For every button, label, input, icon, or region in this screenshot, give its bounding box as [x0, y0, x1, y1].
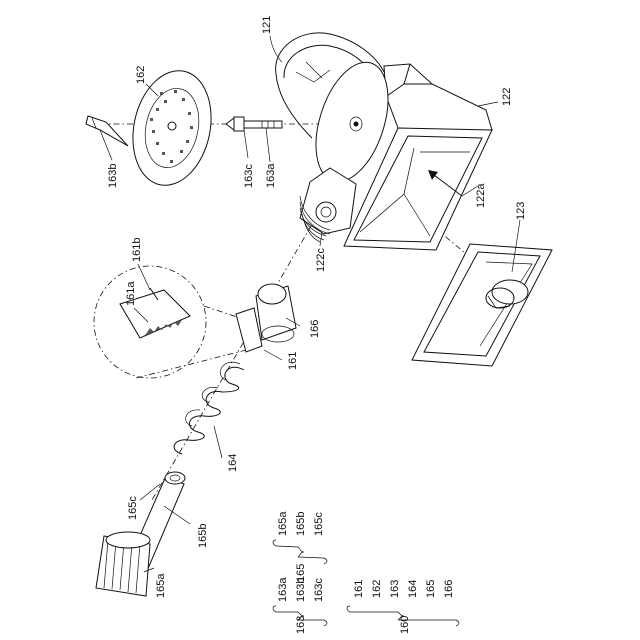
label-165c: 165c: [127, 496, 139, 520]
legend-160-part-4: 164: [407, 580, 419, 598]
legend-160-number: 160: [399, 616, 411, 634]
label-163a: 163a: [265, 163, 277, 188]
label-122c: 122c: [315, 248, 327, 272]
label-161b: 161b: [131, 238, 143, 262]
label-123: 123: [515, 202, 527, 220]
label-165b: 165b: [197, 524, 209, 548]
shaft-163: [226, 117, 282, 131]
lid-123: [412, 244, 552, 366]
spring-164: [174, 362, 244, 454]
legend-163-number: 163: [295, 616, 307, 634]
legend-160-part-1: 161: [353, 580, 365, 598]
legend-163-part-3: 163c: [313, 578, 325, 602]
legend-160: 161 162 163 164 165 166 160: [347, 580, 459, 634]
label-163c: 163c: [243, 164, 255, 188]
label-163b: 163b: [107, 164, 119, 188]
cylinder-161: [236, 284, 296, 352]
label-164: 164: [227, 454, 239, 472]
legend-160-part-5: 165: [425, 580, 437, 598]
detail-magnification: [94, 266, 246, 378]
label-161: 161: [287, 352, 299, 370]
label-161a: 161a: [125, 281, 137, 306]
legend-160-part-6: 166: [443, 580, 455, 598]
housing-assembly: [276, 33, 492, 250]
legend-165-part-3: 165c: [313, 512, 325, 536]
brace-165: [273, 540, 327, 564]
legend-163-part-2: 163b: [295, 578, 307, 602]
label-122a: 122a: [475, 183, 487, 208]
legend-160-part-3: 163: [389, 580, 401, 598]
label-165a: 165a: [155, 573, 167, 598]
legend-163: 163a 163b 163c 163: [273, 577, 327, 634]
legend-160-part-2: 162: [371, 580, 383, 598]
label-166: 166: [309, 320, 321, 338]
label-122: 122: [501, 88, 513, 106]
label-162: 162: [135, 66, 147, 84]
legend-165-part-2: 165b: [295, 512, 307, 536]
legend-163-part-1: 163a: [277, 577, 289, 602]
label-121: 121: [261, 16, 273, 34]
knob-165: [96, 472, 185, 596]
needle-163b: [86, 116, 128, 146]
legend-165: 165a 165b 165c 165: [273, 511, 327, 582]
legend-165-part-1: 165a: [277, 511, 289, 536]
